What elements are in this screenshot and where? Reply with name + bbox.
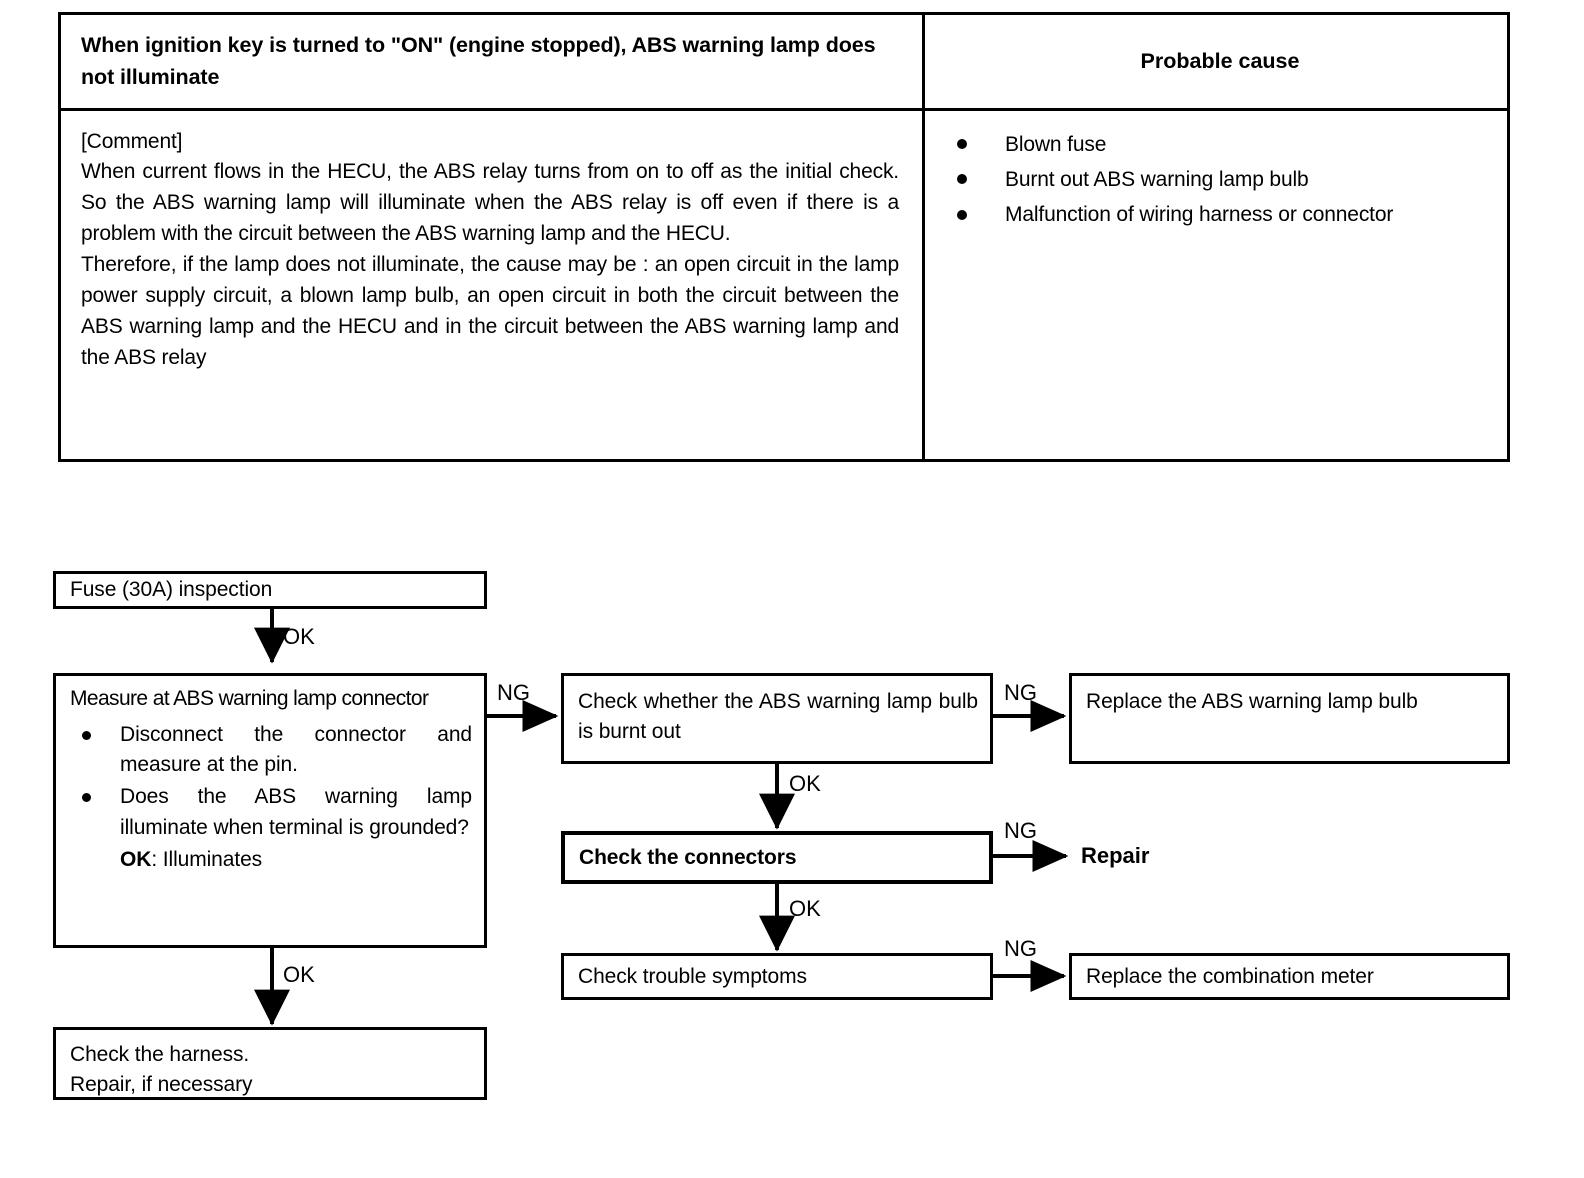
flow-box-replace-bulb-label: Replace the ABS warning lamp bulb (1086, 687, 1495, 717)
probable-cause-header-text: Probable cause (1140, 48, 1300, 73)
flow-label-symptoms-to-meter: NG (1004, 936, 1037, 961)
comment-block: [Comment] When current flows in the HECU… (81, 127, 904, 374)
flow-label-bulb-to-connectors: OK (789, 771, 821, 796)
flow-box-measure-connector[interactable]: Measure at ABS warning lamp connector Di… (53, 673, 487, 948)
probable-cause-list: Blown fuse Burnt out ABS warning lamp bu… (943, 127, 1497, 233)
comment-label: [Comment] (81, 129, 183, 153)
flow-label-fuse-to-measure: OK (283, 624, 315, 649)
measure-steps-list: Disconnect the connector and measure at … (70, 720, 472, 875)
flow-box-check-connectors[interactable]: Check the connectors (561, 831, 993, 884)
flow-box-check-bulb[interactable]: Check whether the ABS warning lamp bulb … (561, 673, 993, 764)
cause-text: Blown fuse (1005, 132, 1107, 156)
comment-paragraph-1: When current flows in the HECU, the ABS … (81, 160, 899, 246)
cause-text: Burnt out ABS warning lamp bulb (1005, 167, 1309, 191)
bullet-icon (957, 209, 967, 220)
measure-ok-value: : Illuminates (151, 847, 263, 871)
flow-box-check-bulb-label: Check whether the ABS warning lamp bulb … (578, 687, 978, 747)
flow-box-check-harness-line1: Check the harness. (70, 1043, 250, 1066)
flow-box-replace-bulb[interactable]: Replace the ABS warning lamp bulb (1069, 673, 1510, 764)
list-item: Blown fuse (943, 127, 1497, 162)
list-item: Does the ABS warning lamp illuminate whe… (70, 782, 472, 875)
measure-ok-label: OK (120, 847, 152, 871)
flow-label-bulb-to-replace: NG (1004, 680, 1037, 705)
measure-ok-criteria: OK: Illuminates (120, 845, 472, 875)
symptom-probable-cause-table: When ignition key is turned to "ON" (eng… (58, 12, 1510, 462)
flow-box-replace-meter[interactable]: Replace the combination meter (1069, 953, 1510, 1000)
probable-cause-cell: Blown fuse Burnt out ABS warning lamp bu… (925, 111, 1507, 459)
flow-box-check-symptoms-label: Check trouble symptoms (578, 964, 807, 988)
flow-label-connectors-to-symptoms: OK (789, 896, 821, 921)
flow-box-check-connectors-label: Check the connectors (579, 845, 797, 869)
flow-box-check-symptoms[interactable]: Check trouble symptoms (561, 953, 993, 1000)
flow-label-measure-to-harness: OK (283, 962, 315, 987)
comment-paragraph-2: Therefore, if the lamp does not illumina… (81, 252, 899, 369)
check-bulb-text: Check whether the ABS warning lamp bulb … (578, 690, 978, 743)
list-item: Disconnect the connector and measure at … (70, 720, 472, 780)
cause-text: Malfunction of wiring harness or connect… (1005, 203, 1394, 227)
table-header-row: When ignition key is turned to "ON" (eng… (61, 15, 1507, 111)
table-header-cause-cell: Probable cause (925, 15, 1507, 108)
table-header-symptom-cell: When ignition key is turned to "ON" (eng… (61, 15, 925, 108)
flow-box-measure-connector-title: Measure at ABS warning lamp connector (70, 684, 472, 714)
bullet-icon (957, 139, 967, 150)
list-item: Malfunction of wiring harness or connect… (943, 197, 1497, 232)
flow-box-fuse-inspection-label: Fuse (30A) inspection (70, 578, 273, 602)
measure-step-text: Does the ABS warning lamp illuminate whe… (120, 785, 472, 839)
measure-step-text: Disconnect the connector and measure at … (120, 722, 472, 777)
flow-box-check-harness[interactable]: Check the harness. Repair, if necessary (53, 1027, 487, 1100)
flow-label-connectors-to-repair: NG (1004, 818, 1037, 843)
measure-title-text: Measure at ABS warning lamp connector (70, 687, 429, 710)
replace-bulb-text: Replace the ABS warning lamp bulb (1086, 690, 1418, 713)
bullet-icon (957, 174, 967, 185)
bullet-icon (82, 793, 91, 803)
flow-box-replace-meter-label: Replace the combination meter (1086, 964, 1374, 988)
symptom-header-text: When ignition key is turned to "ON" (eng… (81, 33, 876, 90)
flow-text-repair: Repair (1081, 843, 1150, 868)
list-item: Burnt out ABS warning lamp bulb (943, 162, 1497, 197)
comment-cell: [Comment] When current flows in the HECU… (61, 110, 925, 459)
flow-label-measure-to-bulb: NG (497, 680, 530, 705)
bullet-icon (82, 730, 91, 740)
flow-box-check-harness-line2: Repair, if necessary (70, 1072, 253, 1096)
table-body-row: [Comment] When current flows in the HECU… (61, 110, 1507, 459)
flow-box-fuse-inspection[interactable]: Fuse (30A) inspection (53, 571, 487, 609)
